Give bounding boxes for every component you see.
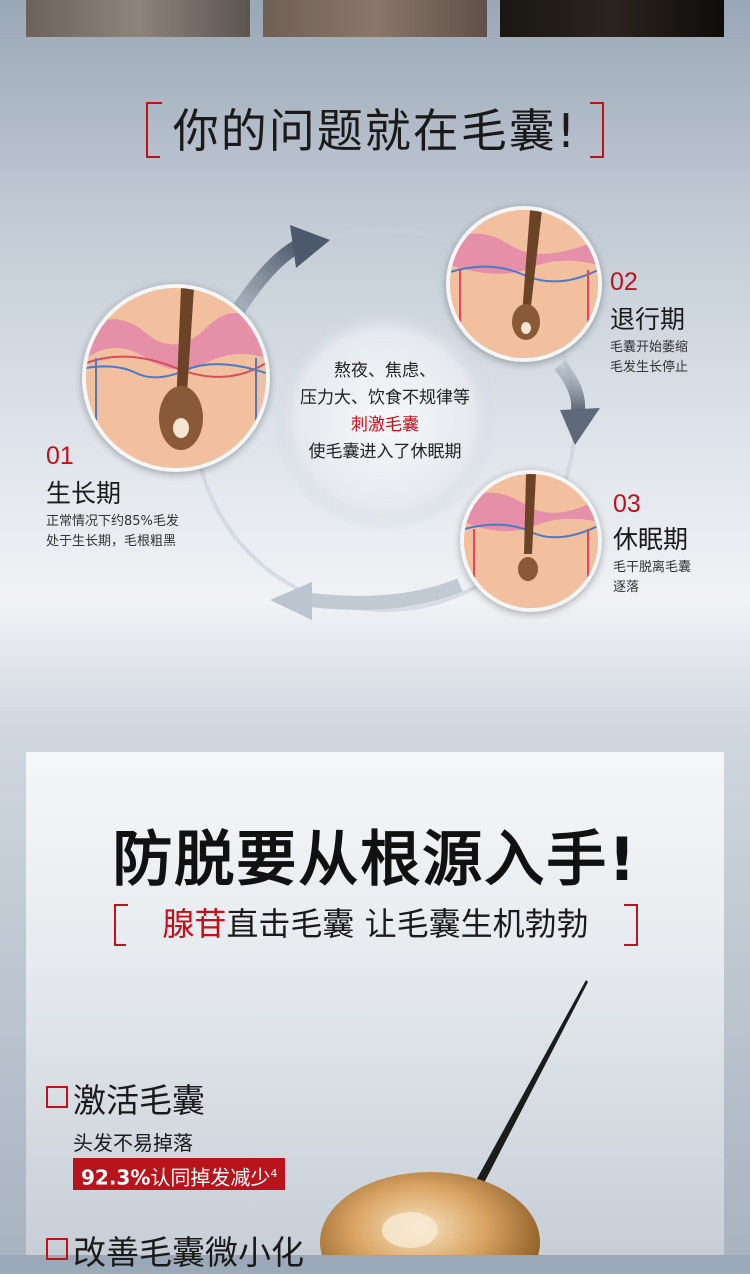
bracket-left [146, 102, 148, 158]
bracket-top-right [590, 102, 604, 104]
stage-03-name: 休眠期 [613, 525, 689, 554]
stage-03-desc-line-2: 逐落 [613, 580, 640, 595]
stage-02-number: 02 [610, 268, 638, 296]
stage-03-desc-line-1: 毛干脱离毛囊 [613, 560, 692, 575]
top-photo-strip [0, 0, 750, 38]
stat-text: 认同掉发减少 [150, 1165, 271, 1190]
stat-value: 92.3% [81, 1165, 151, 1190]
cycle-arrows [193, 225, 600, 620]
center-line-4: 使毛囊进入了休眠期 [308, 442, 462, 462]
sub-bracket-right [624, 904, 638, 946]
sub-bracket-left [114, 904, 128, 946]
checkbox-icon [46, 1238, 68, 1260]
panel-subtitle: 腺苷直击毛囊 让毛囊生机勃勃 [138, 902, 613, 946]
center-line-2: 压力大、饮食不规律等 [300, 388, 470, 408]
stage-02-desc: 毛囊开始萎缩 毛发生长停止 [610, 338, 688, 378]
feature-1-title: 激活毛囊 [73, 1081, 205, 1120]
stage-01-desc-line-2: 处于生长期，毛根粗黑 [46, 534, 177, 549]
stage-03-number: 03 [613, 490, 641, 518]
checkbox-icon [46, 1086, 68, 1108]
sub-bracket-left-bottom [114, 944, 126, 946]
stage-03-desc: 毛干脱离毛囊 逐落 [613, 558, 691, 598]
stage-01-name: 生长期 [46, 479, 122, 508]
stage-02-desc-line-2: 毛发生长停止 [610, 360, 689, 375]
feature-1-subtitle: 头发不易掉落 [73, 1131, 193, 1155]
bracket-bottom-right [590, 156, 604, 158]
sub-bracket-right-bottom [624, 944, 636, 946]
stat-badge: 92.3%认同掉发减少4 [73, 1158, 286, 1190]
stage-02-follicle-image [446, 206, 602, 362]
stage-01-desc-line-1: 正常情况下约85%毛发 [46, 514, 179, 529]
stat-footnote: 4 [270, 1167, 278, 1180]
center-line-3: 刺激毛囊 [351, 415, 419, 435]
hair-photo-3 [500, 0, 724, 37]
bracket-bottom-left [146, 156, 160, 158]
subtitle-rest: 直击毛囊 让毛囊生机勃勃 [226, 905, 589, 943]
bracket-right [602, 102, 604, 158]
cycle-center-text: 熬夜、焦虑、 压力大、饮食不规律等 刺激毛囊 使毛囊进入了休眠期 [275, 358, 495, 466]
stage-03-follicle-image [460, 470, 602, 612]
hair-photo-2 [263, 0, 487, 37]
center-line-1: 熬夜、焦虑、 [334, 361, 436, 381]
follicle-illustration [320, 980, 588, 1255]
subtitle-highlight: 腺苷 [162, 905, 227, 943]
stage-01-follicle-image [82, 284, 270, 472]
stage-02-name: 退行期 [610, 305, 686, 334]
hair-photo-1 [26, 0, 250, 37]
panel-title: 防脱要从根源入手! [112, 825, 638, 895]
feature-2-title: 改善毛囊微小化 [73, 1233, 304, 1272]
section-title: 你的问题就在毛囊! [172, 104, 578, 158]
stage-01-desc: 正常情况下约85%毛发 处于生长期，毛根粗黑 [46, 512, 179, 552]
stage-01-number: 01 [46, 442, 74, 470]
stage-02-desc-line-1: 毛囊开始萎缩 [610, 340, 689, 355]
